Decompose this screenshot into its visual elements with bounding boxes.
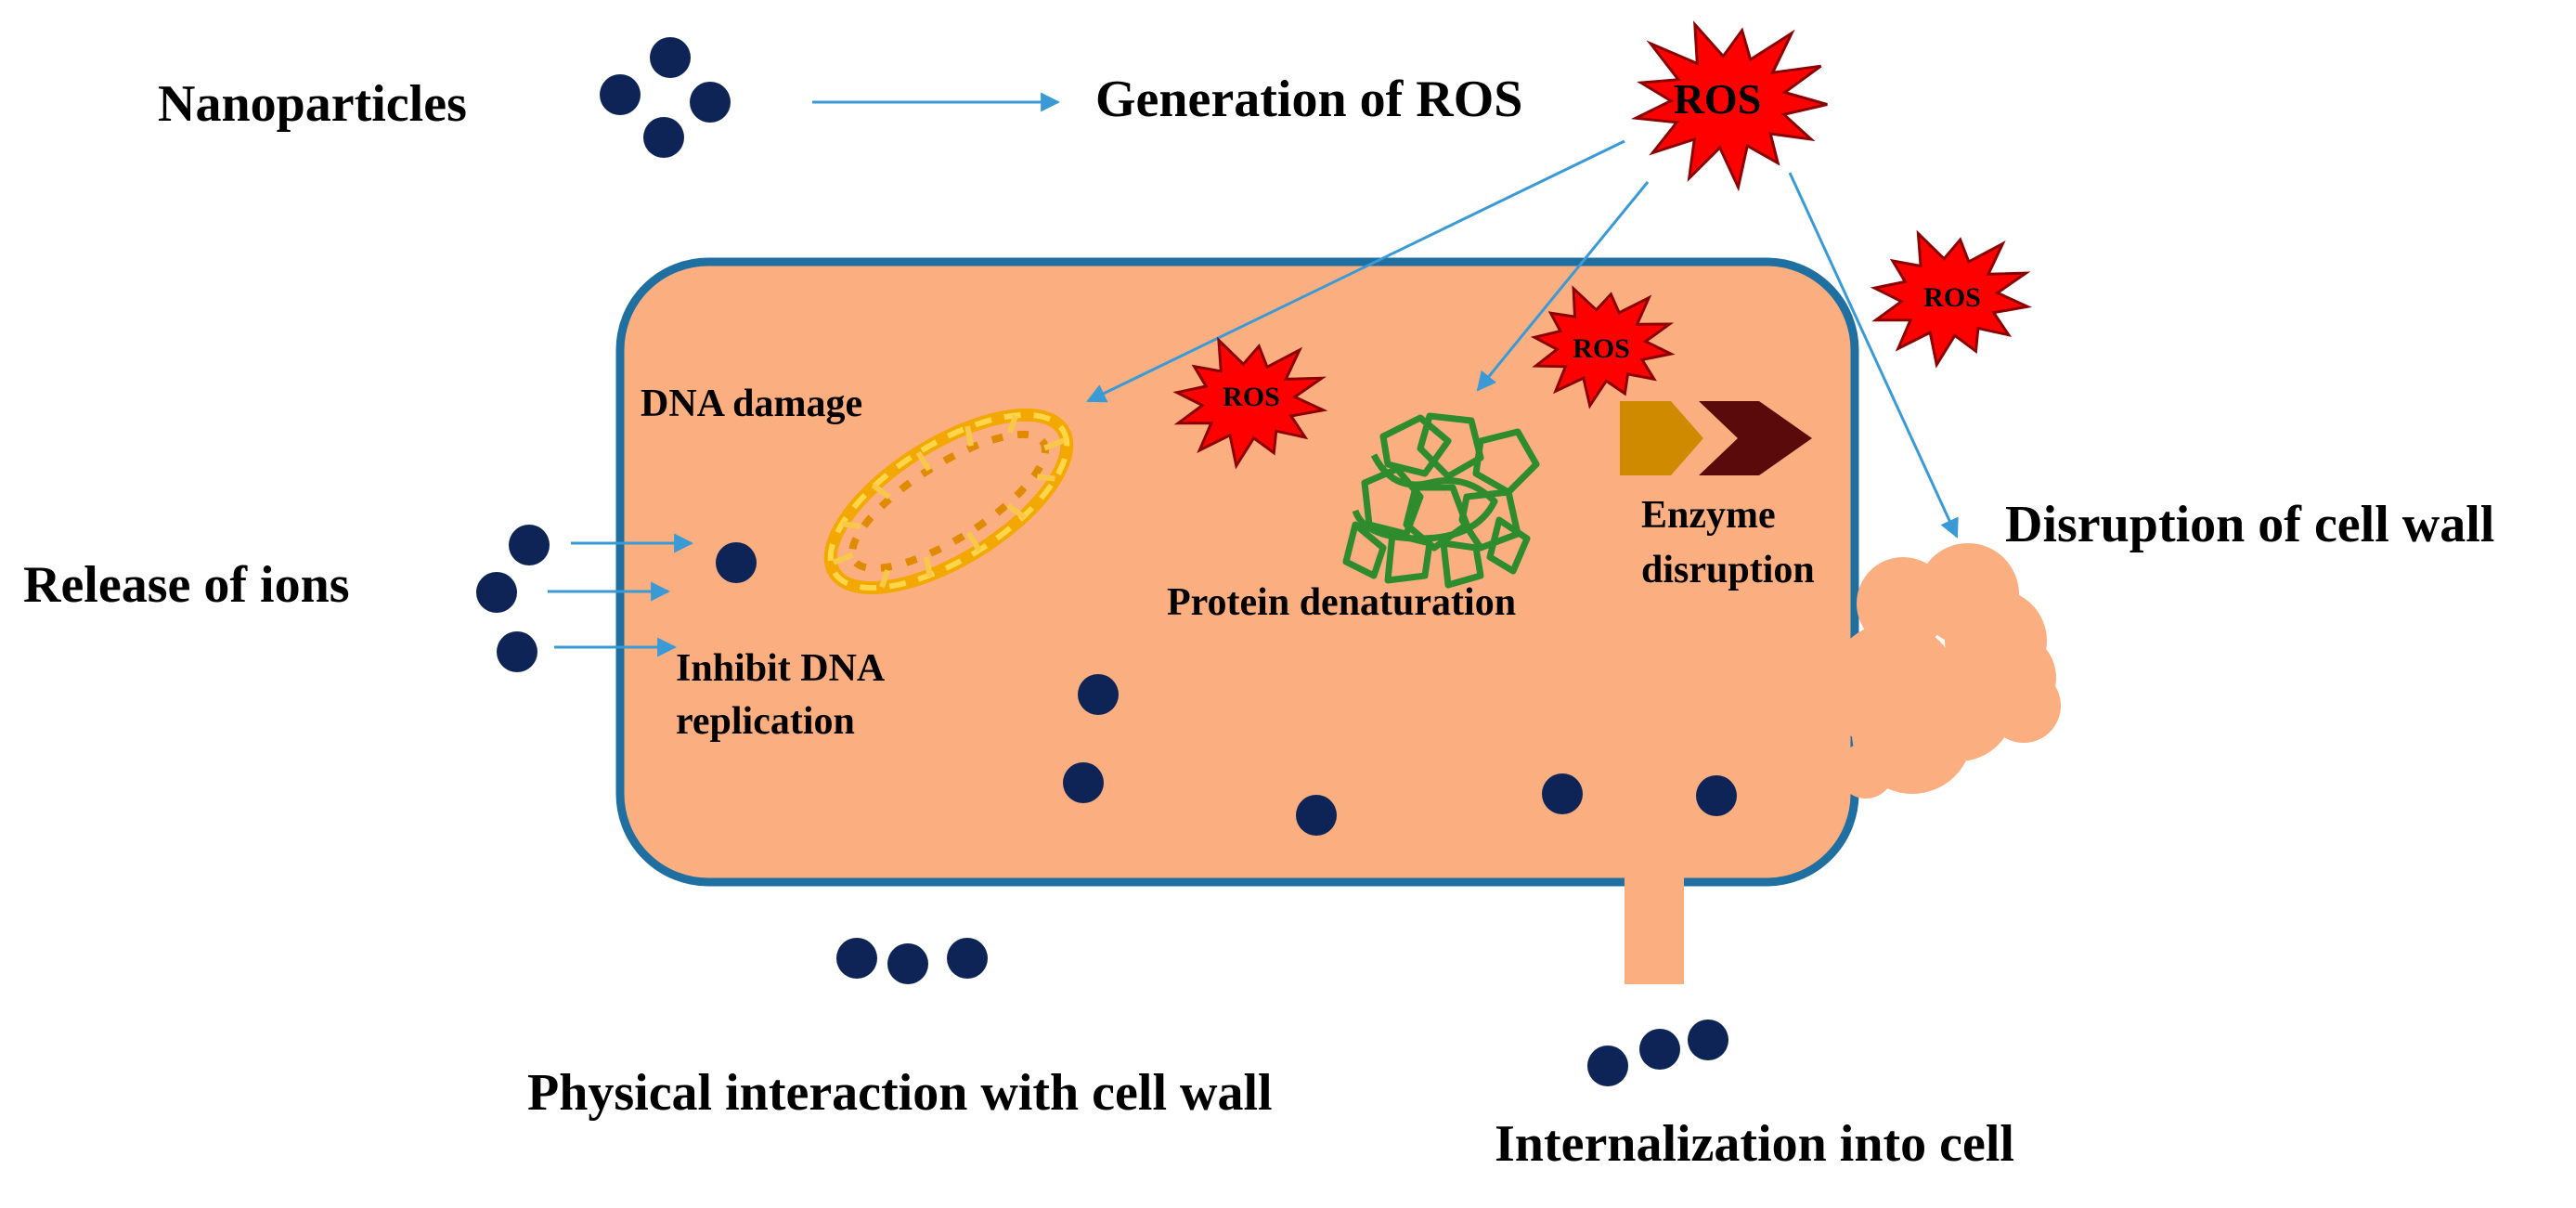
nanoparticle-dot	[1639, 1029, 1680, 1070]
label-dna-damage: DNA damage	[641, 383, 862, 425]
nanoparticle-dot	[1696, 775, 1737, 816]
nanoparticle-dot	[716, 542, 757, 583]
ros-burst-main	[1630, 20, 1828, 192]
bacterial-cell	[615, 257, 2061, 984]
nanoparticle-dot	[887, 943, 928, 984]
label-release-of-ions: Release of ions	[23, 556, 350, 614]
label-generation-of-ros: Generation of ROS	[1095, 71, 1522, 128]
ros-label-protein: ROS	[1573, 333, 1630, 364]
ros-label-main: ROS	[1674, 75, 1762, 123]
nanoparticle-dot	[1063, 762, 1104, 803]
nanoparticle-dot	[1296, 795, 1337, 836]
nanoparticle-dot	[497, 631, 537, 672]
nanoparticles	[476, 37, 1737, 1086]
label-inhibit-line1: Inhibit DNA	[676, 647, 886, 690]
dna-helix-icon	[823, 408, 1074, 595]
label-nanoparticles: Nanoparticles	[158, 75, 467, 133]
label-disruption-of-cell-wall: Disruption of cell wall	[2005, 496, 2494, 553]
nanoparticle-dot	[1542, 773, 1583, 814]
protein-tangle-icon	[1342, 412, 1540, 589]
ros-burst-outside	[1870, 229, 2033, 369]
nanoparticle-dot	[650, 37, 691, 78]
ros-burst-dna	[1172, 336, 1328, 470]
nanoparticle-dot	[476, 572, 517, 613]
label-internalization: Internalization into cell	[1495, 1115, 2014, 1173]
nanoparticle-dot	[836, 938, 877, 979]
enzyme-piece-2	[1699, 401, 1812, 475]
nanoparticle-dot	[1587, 1046, 1628, 1086]
nanoparticle-dot	[690, 82, 731, 123]
cell-wall-bulge	[1829, 543, 2061, 799]
internalization-channel	[1625, 877, 1684, 984]
enzyme-piece-1	[1620, 401, 1703, 475]
arrows	[548, 92, 1959, 657]
ros-burst-protein	[1530, 285, 1676, 409]
nanoparticle-dot	[509, 525, 550, 565]
arrow-ros-to-dna	[1086, 139, 1625, 403]
nanoparticle-dot	[1078, 674, 1119, 715]
label-enzyme-line1: Enzyme	[1641, 494, 1776, 537]
enzyme-chevron-icon	[1620, 401, 1812, 475]
nanoparticle-dot	[947, 938, 988, 979]
nanoparticle-dot	[1688, 1020, 1728, 1060]
nanoparticle-dot	[600, 74, 641, 115]
label-enzyme-line2: disruption	[1641, 549, 1815, 591]
ros-label-dna: ROS	[1223, 382, 1280, 412]
label-inhibit-line2: replication	[676, 700, 855, 743]
ros-label-outside: ROS	[1923, 282, 1981, 313]
arrow-ros-to-protein	[1476, 181, 1650, 392]
ros-bursts	[1172, 20, 2033, 470]
label-physical-interaction: Physical interaction with cell wall	[527, 1064, 1273, 1122]
cell-body	[615, 257, 1859, 887]
label-protein-denaturation: Protein denaturation	[1167, 581, 1516, 624]
nanoparticle-dot	[643, 117, 684, 158]
arrow-ros-to-cell-wall	[1788, 172, 1959, 539]
